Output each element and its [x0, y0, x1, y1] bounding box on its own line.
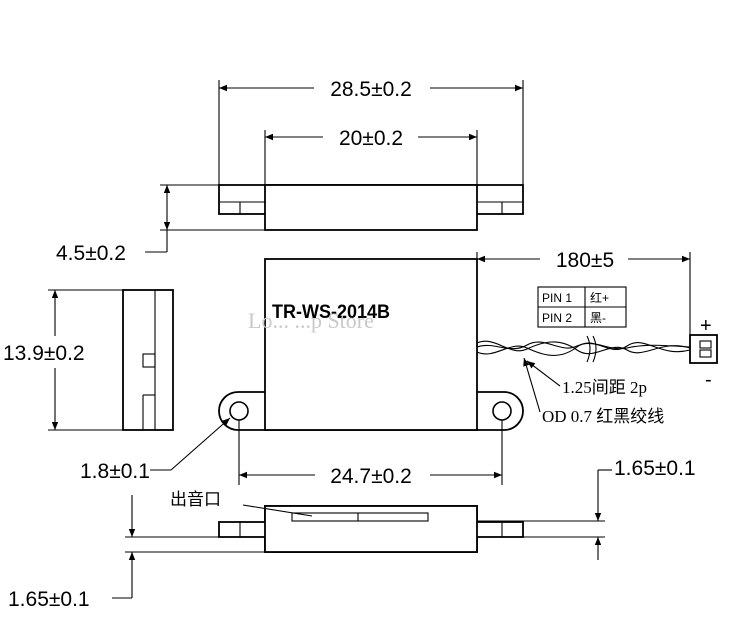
dim-hole-diameter: 1.8±0.1 — [80, 417, 231, 483]
connector-pitch-label: 1.25间距 2p — [562, 378, 647, 397]
callout-wire: OD 0.7 红黑绞线 — [523, 357, 664, 426]
top-offset-label: 1.65±0.1 — [614, 457, 696, 480]
watermark: Lo... ...p Store — [248, 308, 374, 333]
dim-body-height: 13.9±0.2 — [3, 289, 123, 431]
dim-flange-thickness: 4.5±0.2 — [56, 184, 265, 265]
top-view — [218, 184, 524, 231]
flange-thickness-label: 4.5±0.2 — [56, 242, 126, 265]
pin-2-label: PIN 2 — [542, 311, 572, 325]
dim-wire-length: 180±5 — [476, 249, 691, 335]
pin-1-color: 红+ — [590, 290, 609, 305]
dim-hole-spacing: 24.7±0.2 — [238, 420, 503, 488]
wire-length-label: 180±5 — [556, 249, 614, 272]
dim-bottom-offset: 1.65±0.1 — [8, 495, 265, 611]
callout-sound-outlet: 出音口 — [170, 490, 313, 517]
pin-1-label: PIN 1 — [542, 291, 572, 305]
sound-outlet — [291, 512, 429, 522]
connector: + - — [689, 315, 718, 391]
plus-sign: + — [700, 315, 712, 337]
hole-diameter-label: 1.8±0.1 — [80, 460, 150, 483]
side-view-body — [122, 289, 174, 431]
callout-connector: 1.25间距 2p — [526, 360, 647, 397]
side-view — [122, 289, 174, 431]
pin-2-color: 黑- — [590, 311, 606, 325]
sound-outlet-label: 出音口 — [170, 490, 221, 509]
bottom-offset-label: 1.65±0.1 — [8, 588, 90, 611]
wire-spec-label: OD 0.7 红黑绞线 — [542, 407, 664, 426]
dim-inner-length: 20±0.2 — [264, 127, 478, 185]
body-height-label: 13.9±0.2 — [3, 342, 85, 365]
twisted-wire — [476, 335, 691, 363]
front-view: TR-WS-2014B Lo... ...p Store — [218, 258, 524, 431]
top-view-body — [264, 184, 478, 231]
connector-housing — [689, 334, 718, 364]
pin-table: PIN 1 红+ PIN 2 黑- — [537, 286, 627, 328]
total-length-label: 28.5±0.2 — [330, 78, 412, 101]
front-view-body — [264, 258, 478, 431]
dim-top-offset: 1.65±0.1 — [477, 457, 696, 560]
bottom-view — [218, 505, 524, 553]
hole-spacing-label: 24.7±0.2 — [330, 465, 412, 488]
inner-length-label: 20±0.2 — [339, 127, 403, 150]
dim-total-length: 28.5±0.2 — [218, 78, 524, 185]
minus-sign: - — [705, 369, 712, 391]
model-label: TR-WS-2014B — [272, 302, 390, 323]
